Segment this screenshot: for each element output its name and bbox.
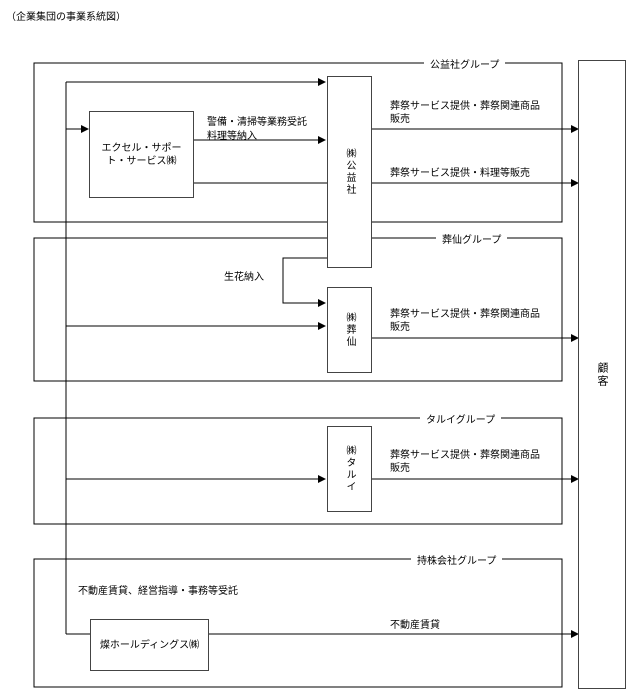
entity-tarui-label: ㈱タルイ	[344, 445, 355, 493]
entity-holdings: 燦ホールディングス㈱	[90, 619, 209, 671]
entity-kozaisha: ㈱公益社	[327, 76, 372, 268]
group-label-kozaisha: 公益社グループ	[424, 56, 506, 71]
flow-label-hanbai-2: 販売	[390, 322, 410, 333]
flow-label-sosai-shohin-3: 葬祭サービス提供・葬祭関連商品	[390, 450, 540, 461]
entity-excel-support-label: エクセル・サポート・サービス㈱	[101, 142, 182, 167]
group-frame-sosen	[33, 237, 563, 382]
group-frame-tarui	[33, 417, 563, 525]
group-frame-holding	[33, 558, 563, 688]
arrow-seika	[282, 257, 327, 307]
flow-label-fudosan: 不動産賃貸	[390, 620, 440, 631]
entity-excel-support: エクセル・サポート・サービス㈱	[89, 111, 194, 198]
entity-kozaisha-label: ㈱公益社	[344, 148, 355, 196]
flow-label-hanbai-3: 販売	[390, 463, 410, 474]
group-label-sosen: 葬仙グループ	[436, 231, 508, 246]
flow-label-keibi: 警備・清掃等業務受託	[207, 117, 307, 128]
group-frame-kozaisha	[33, 62, 563, 223]
entity-sosen-label: ㈱葬仙	[344, 312, 355, 348]
flow-label-seika: 生花納入	[224, 272, 264, 283]
entity-holdings-label: 燦ホールディングス㈱	[99, 639, 200, 651]
entity-sosen: ㈱葬仙	[327, 287, 372, 373]
entity-tarui: ㈱タルイ	[327, 426, 372, 512]
flow-label-sosai-ryori: 葬祭サービス提供・料理等販売	[390, 168, 530, 179]
group-label-holding: 持株会社グループ	[411, 552, 503, 567]
flow-label-ryori-nounyu: 料理等納入	[207, 131, 257, 142]
flow-label-sosai-shohin-1: 葬祭サービス提供・葬祭関連商品	[390, 101, 540, 112]
group-label-tarui: タルイグループ	[420, 411, 502, 426]
entity-customer: 顧客	[578, 60, 626, 689]
flow-label-hanbai-1: 販売	[390, 114, 410, 125]
entity-customer-label: 顧客	[596, 361, 609, 388]
flow-label-sosai-shohin-2: 葬祭サービス提供・葬祭関連商品	[390, 309, 540, 320]
diagram-title: （企業集団の事業系統図）	[6, 12, 126, 23]
flow-label-fudosan-keiei: 不動産賃貸、経営指導・事務等受託	[78, 586, 238, 597]
